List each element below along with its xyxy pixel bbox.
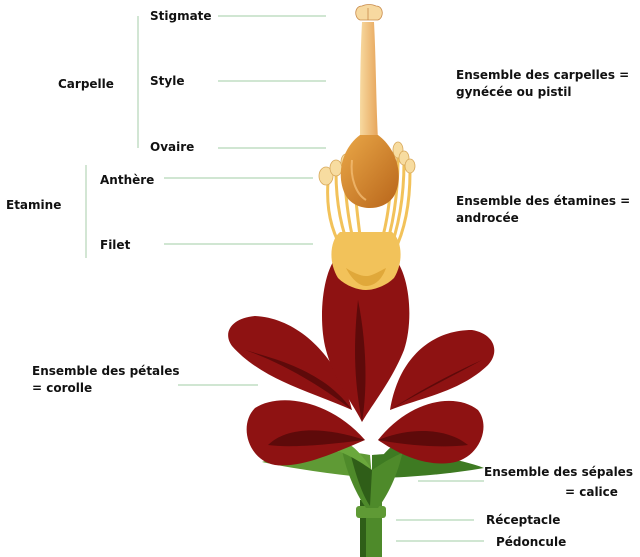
peduncle [356,500,386,557]
label-carpelle: Carpelle [58,77,114,91]
label-anthere: Anthère [100,173,155,187]
label-stigmate: Stigmate [150,9,212,23]
label-corolle: Ensemble des pétales = corolle [32,364,180,395]
label-androcee: Ensemble des étamines = androcée [456,194,631,225]
label-calice-line2: = calice [565,485,618,499]
carpel [340,4,399,208]
label-ovaire: Ovaire [150,140,195,154]
label-receptacle: Réceptacle [486,513,561,527]
label-calice-line1: Ensemble des sépales [484,465,633,479]
label-pedoncule: Pédoncule [496,535,567,549]
label-gynecee: Ensemble des carpelles = gynécée ou pist… [456,68,630,99]
label-style: Style [150,74,185,88]
leader-lines [85,15,484,542]
label-filet: Filet [100,238,131,252]
sepals [262,438,484,508]
label-etamine: Etamine [6,198,62,212]
petals [228,255,495,466]
